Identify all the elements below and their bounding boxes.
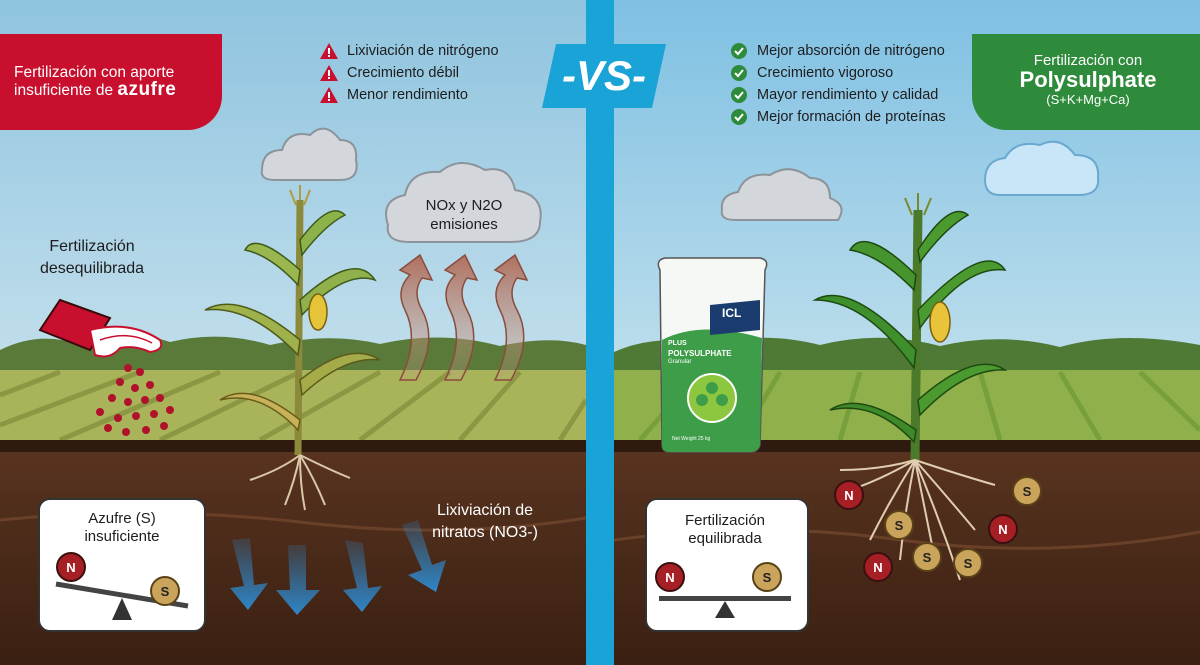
sulfur-ball: S [752, 562, 782, 592]
insufficient-sulfur-title: Azufre (S) insuficiente [40, 510, 204, 546]
benefit-item: Crecimiento vigoroso [730, 62, 946, 84]
balanced-line2: equilibrada [688, 530, 762, 547]
emissions-label: NOx y N2O emisiones [402, 196, 526, 234]
warning-item: Menor rendimiento [320, 84, 499, 106]
benefit-list: Mejor absorción de nitrógeno Crecimiento… [730, 40, 946, 128]
leaching-label-line2: nitratos (NO3-) [432, 524, 538, 541]
warning-text: Menor rendimiento [347, 87, 468, 103]
level-balance-icon [659, 596, 791, 618]
benefit-item: Mejor formación de proteínas [730, 106, 946, 128]
benefit-text: Mejor absorción de nitrógeno [757, 43, 945, 59]
left-banner-highlight: azufre [117, 79, 177, 100]
right-banner [972, 34, 1200, 130]
right-banner-text: Fertilización con Polysulphate (S+K+Mg+C… [976, 52, 1200, 108]
check-circle-icon [731, 87, 747, 103]
soil-sulfur-ball: S [912, 542, 942, 572]
soil-sulfur-ball: S [884, 510, 914, 540]
balanced-line1: Fertilización [684, 512, 766, 529]
check-circle-icon [731, 43, 747, 59]
benefit-text: Crecimiento vigoroso [757, 65, 894, 81]
left-banner-line1: Fertilización con aporte [14, 64, 175, 81]
bag-sub: Granular [668, 359, 692, 365]
soil-sulfur-ball: S [1012, 476, 1042, 506]
soil-nitrogen-ball: N [988, 514, 1018, 544]
nitrogen-ball: N [56, 552, 86, 582]
right-banner-line1: Fertilización con [1033, 52, 1143, 69]
benefit-text: Mejor formación de proteínas [757, 109, 946, 125]
warning-icon [320, 87, 338, 103]
check-circle-icon [731, 109, 747, 125]
warning-icon [320, 65, 338, 81]
emissions-label-line1: NOx y N2O [425, 197, 503, 214]
soil-nitrogen-ball: N [863, 552, 893, 582]
left-banner-line2: insuficiente de [14, 82, 114, 99]
left-banner [0, 34, 222, 130]
vs-badge-shape [542, 44, 666, 108]
benefit-text: Mayor rendimiento y calidad [757, 87, 939, 103]
benefit-item: Mejor absorción de nitrógeno [730, 40, 946, 62]
soil-nitrogen-ball: N [834, 480, 864, 510]
vs-label: -VS- [562, 52, 646, 99]
benefit-item: Mayor rendimiento y calidad [730, 84, 946, 106]
warning-item: Lixiviación de nitrógeno [320, 40, 499, 62]
sulfur-ball: S [150, 576, 180, 606]
bag-weight: Net Weight 25 kg [672, 436, 711, 442]
warning-icon [320, 43, 338, 59]
check-circle-icon [731, 65, 747, 81]
insufficient-sulfur-line1: Azufre (S) [88, 510, 156, 527]
leaching-label: Lixiviación de nitratos (NO3-) [420, 500, 550, 544]
fertilizer-label-line1: Fertilización [49, 238, 135, 255]
soil-sulfur-ball: S [953, 548, 983, 578]
leaching-label-line1: Lixiviación de [436, 502, 534, 519]
bag-brand: ICL [722, 306, 742, 320]
warning-text: Crecimiento débil [347, 65, 460, 81]
bag-line2: POLYSULPHATE [668, 349, 732, 358]
warning-item: Crecimiento débil [320, 62, 499, 84]
right-banner-formula: (S+K+Mg+Ca) [1046, 92, 1130, 107]
bag-line1: PLUS [668, 340, 687, 347]
warning-list: Lixiviación de nitrógeno Crecimiento déb… [320, 40, 499, 106]
insufficient-sulfur-line2: insuficiente [84, 528, 160, 545]
balanced-title: Fertilización equilibrada [645, 512, 805, 548]
fertilizer-label-line2: desequilibrada [39, 260, 145, 277]
nitrogen-ball: N [655, 562, 685, 592]
right-banner-brand: Polysulphate [1019, 67, 1157, 92]
warning-text: Lixiviación de nitrógeno [347, 43, 499, 59]
emissions-label-line2: emisiones [430, 216, 498, 233]
left-banner-text: Fertilización con aporte insuficiente de… [14, 64, 214, 99]
fertilizer-label: Fertilización desequilibrada [22, 236, 162, 280]
